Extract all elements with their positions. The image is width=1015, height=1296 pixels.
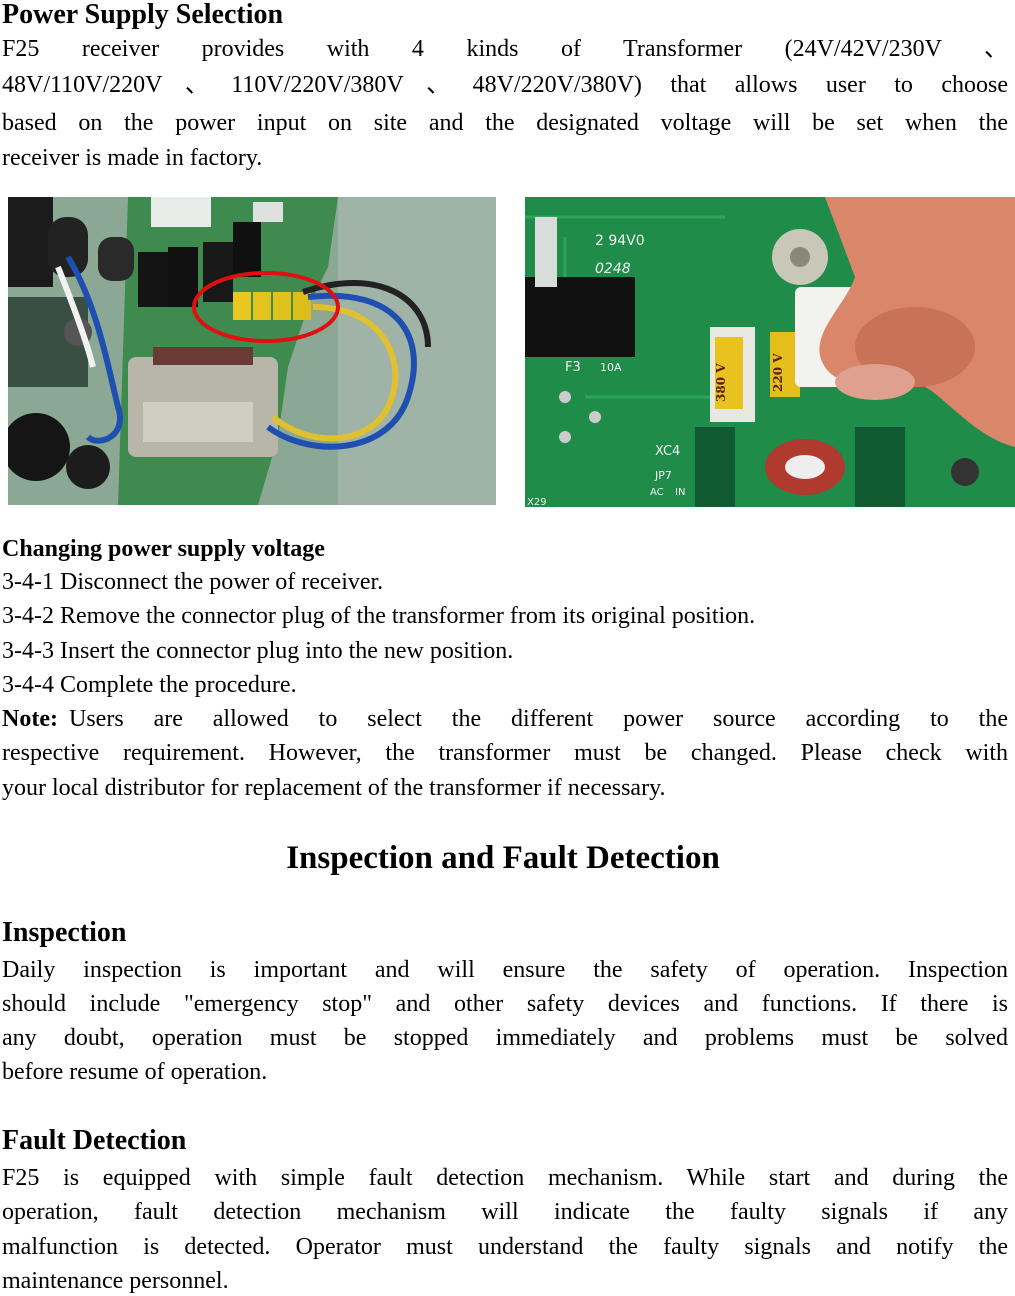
board-text-xc4: XC4: [655, 444, 680, 459]
power-supply-line-2: 48V/110V/220V、110V/220V/380V、48V/220V/38…: [2, 72, 1008, 98]
board-text-x29: X29: [527, 497, 547, 507]
note-line-2: respective requirement. However, the tra…: [2, 740, 1008, 766]
step-2: 3-4-2 Remove the connector plug of the t…: [2, 603, 756, 629]
board-text-jp7: JP7: [654, 469, 672, 482]
fault-line-2: operation, fault detection mechanism wil…: [2, 1199, 1008, 1225]
fault-line-4: maintenance personnel.: [2, 1268, 229, 1294]
changing-heading: Changing power supply voltage: [2, 536, 325, 562]
circuit-board-photo-left: [8, 197, 496, 505]
power-supply-title: Power Supply Selection: [2, 0, 284, 30]
inspection-line-1: Daily inspection is important and will e…: [2, 957, 1008, 983]
section-title: Inspection and Fault Detection: [286, 840, 720, 876]
label-380v: 380 V: [714, 363, 728, 402]
fault-detection-title: Fault Detection: [2, 1125, 187, 1156]
circuit-board-photo-right: 2 94V0 0248 F3 10A 380 V 220 V XC4 JP7 A…: [525, 197, 1015, 507]
step-1: 3-4-1 Disconnect the power of receiver.: [2, 569, 384, 595]
note-label: Note:: [2, 706, 58, 732]
inspection-line-2: should include "emergency stop" and othe…: [2, 991, 1008, 1017]
inspection-line-3: any doubt, operation must be stopped imm…: [2, 1025, 1008, 1051]
fault-line-3: malfunction is detected. Operator must u…: [2, 1234, 1008, 1260]
power-supply-line-3: based on the power input on site and the…: [2, 110, 1008, 136]
label-220v: 220 V: [771, 353, 785, 392]
note-line-3: your local distributor for replacement o…: [2, 775, 666, 801]
step-4: 3-4-4 Complete the procedure.: [2, 672, 297, 698]
step-3: 3-4-3 Insert the connector plug into the…: [2, 638, 514, 664]
inspection-title: Inspection: [2, 917, 127, 948]
board-text-in: IN: [675, 487, 685, 498]
fault-line-1: F25 is equipped with simple fault detect…: [2, 1165, 1008, 1191]
power-supply-line-1: F25 receiver provides with 4 kinds of Tr…: [2, 36, 1008, 62]
inspection-line-4: before resume of operation.: [2, 1059, 268, 1085]
board-text-f3: F3: [565, 360, 581, 375]
board-text-0248: 0248: [595, 261, 631, 277]
note-line-1: Users are allowed to select the differen…: [69, 706, 1008, 732]
board-text-94v0: 2 94V0: [595, 233, 645, 249]
board-text-10a: 10A: [600, 361, 622, 374]
board-text-ac: AC: [650, 487, 664, 498]
power-supply-line-4: receiver is made in factory.: [2, 145, 263, 171]
